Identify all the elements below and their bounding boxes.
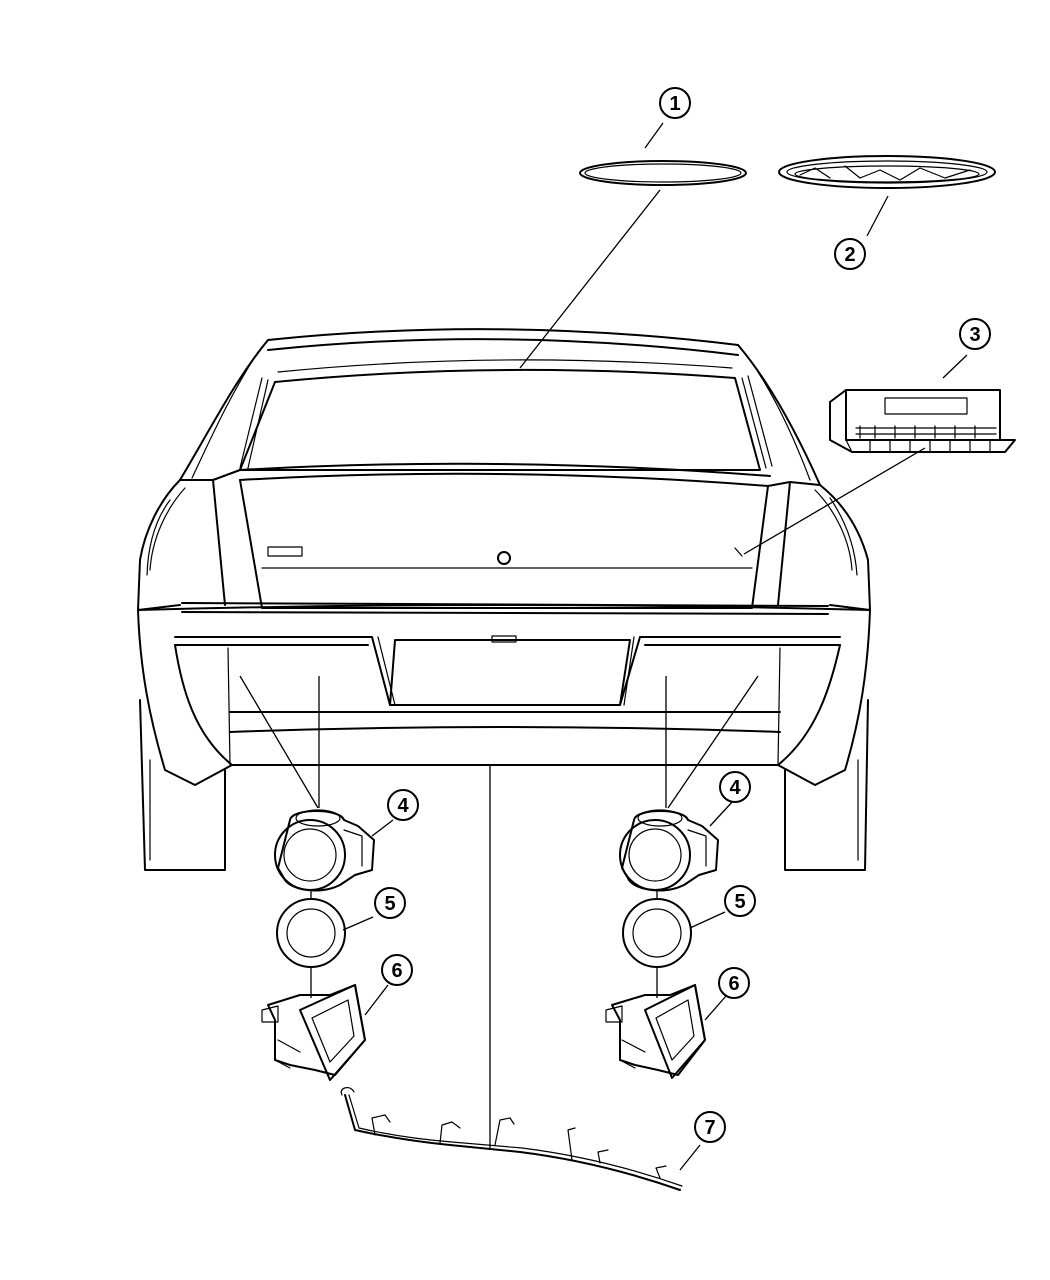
callout-7: 7 bbox=[694, 1111, 726, 1143]
vehicle-rear-view bbox=[137, 328, 871, 871]
callout-4-right: 4 bbox=[719, 771, 751, 803]
part-5-ring-left bbox=[276, 898, 346, 968]
leader-lines bbox=[239, 122, 968, 1171]
part-4-sensor-left bbox=[274, 809, 375, 892]
callout-5-left: 5 bbox=[374, 887, 406, 919]
callout-3-number: 3 bbox=[969, 324, 980, 346]
callout-6-left: 6 bbox=[381, 954, 413, 986]
part-1-lens bbox=[579, 160, 747, 186]
callout-2-number: 2 bbox=[844, 244, 855, 266]
callout-5-left-number: 5 bbox=[384, 893, 395, 915]
callout-6-right-number: 6 bbox=[728, 973, 739, 995]
part-3-module bbox=[829, 389, 1016, 453]
callout-4-left-number: 4 bbox=[397, 795, 409, 817]
callout-7-number: 7 bbox=[704, 1117, 715, 1139]
callout-4-left: 4 bbox=[387, 789, 419, 821]
part-5-ring-right bbox=[622, 898, 692, 968]
part-2-housing bbox=[778, 155, 996, 189]
callout-4-right-number: 4 bbox=[729, 777, 741, 799]
part-4-sensor-right bbox=[619, 809, 719, 892]
part-6-bracket-right bbox=[605, 984, 706, 1079]
callout-1-number: 1 bbox=[669, 93, 680, 115]
callout-3: 3 bbox=[959, 318, 991, 350]
callout-6-right: 6 bbox=[718, 967, 750, 999]
callout-6-left-number: 6 bbox=[391, 960, 402, 982]
part-6-bracket-left bbox=[261, 984, 366, 1081]
callout-1: 1 bbox=[659, 87, 691, 119]
callout-5-right: 5 bbox=[724, 885, 756, 917]
callout-5-right-number: 5 bbox=[734, 891, 745, 913]
callout-2: 2 bbox=[834, 238, 866, 270]
part-7-wiring-harness bbox=[340, 1086, 683, 1191]
